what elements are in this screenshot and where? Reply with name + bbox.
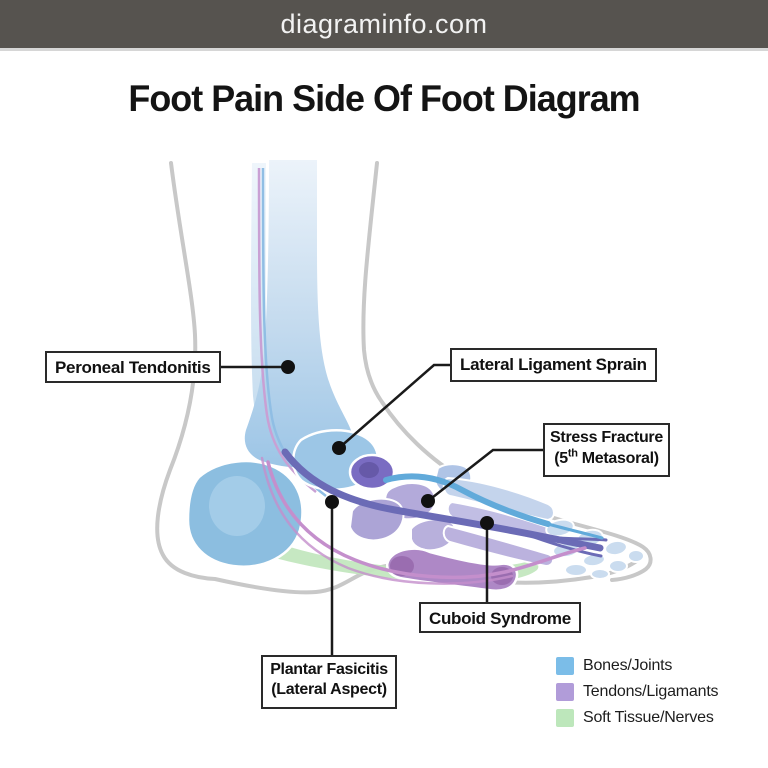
legend-label-bones: Bones/Joints <box>583 657 673 674</box>
page-title: Foot Pain Side Of Foot Diagram <box>128 78 640 119</box>
label-lateral-ligament-sprain: Lateral Ligament Sprain <box>450 348 657 382</box>
legend-label-tendons: Tendons/Ligamants <box>583 683 719 700</box>
dot-lateral <box>332 441 346 455</box>
site-title: diagraminfo.com <box>280 8 488 39</box>
legend-swatch-tendons <box>556 683 574 701</box>
dot-peroneal <box>281 360 295 374</box>
legend-label-soft-tissue: Soft Tissue/Nerves <box>583 709 714 726</box>
label-plantar-line1: Plantar Fasicitis <box>270 661 388 678</box>
label-plantar-line2: (Lateral Aspect) <box>271 681 387 698</box>
leader-lateral <box>338 363 450 449</box>
legend-swatch-soft-tissue <box>556 709 574 727</box>
plantar-tendon-pink-2 <box>260 456 514 585</box>
legend-row-bones: Bones/Joints <box>556 657 718 675</box>
label-lateral-text: Lateral Ligament Sprain <box>460 355 647 374</box>
label-stress-line1: Stress Fracture <box>550 429 663 446</box>
plantar-tendon-pink-1 <box>266 460 587 580</box>
peroneus-band-wisp-2 <box>518 530 603 558</box>
peroneus-band-wisp-1 <box>538 534 608 542</box>
calcaneus-highlight <box>209 476 265 536</box>
leader-stress <box>427 448 543 502</box>
dot-cuboid <box>480 516 494 530</box>
tibialis-band-blue-wisp <box>546 522 604 540</box>
label-cuboid-text: Cuboid Syndrome <box>429 609 571 628</box>
dot-plantar <box>325 495 339 509</box>
peroneal-tendon-line-pink <box>257 167 317 493</box>
legend-swatch-bones <box>556 657 574 675</box>
peroneus-longus-band <box>281 448 604 552</box>
leader-dots <box>281 360 494 530</box>
legend-row-soft-tissue: Soft Tissue/Nerves <box>556 709 718 727</box>
dot-stress <box>421 494 435 508</box>
label-cuboid-syndrome: Cuboid Syndrome <box>419 602 581 633</box>
site-header: diagraminfo.com <box>0 0 768 51</box>
label-stress-fracture: Stress Fracture (5th Metasoral) <box>543 423 670 477</box>
navicular-core <box>359 462 379 478</box>
label-peroneal-text: Peroneal Tendonitis <box>55 358 211 377</box>
label-plantar-fasciitis: Plantar Fasicitis (Lateral Aspect) <box>261 655 397 709</box>
metatarsal-1 <box>442 476 555 522</box>
metatarsal-3 <box>442 524 554 568</box>
label-peroneal-tendonitis: Peroneal Tendonitis <box>45 351 221 383</box>
legend-row-tendons: Tendons/Ligamants <box>556 683 719 701</box>
tibia-bone <box>244 160 354 468</box>
legend: Bones/Joints Tendons/Ligamants Soft Tiss… <box>556 657 719 735</box>
label-stress-line2: (5th Metasoral) <box>554 448 659 468</box>
tibialis-band-blue <box>383 473 551 527</box>
